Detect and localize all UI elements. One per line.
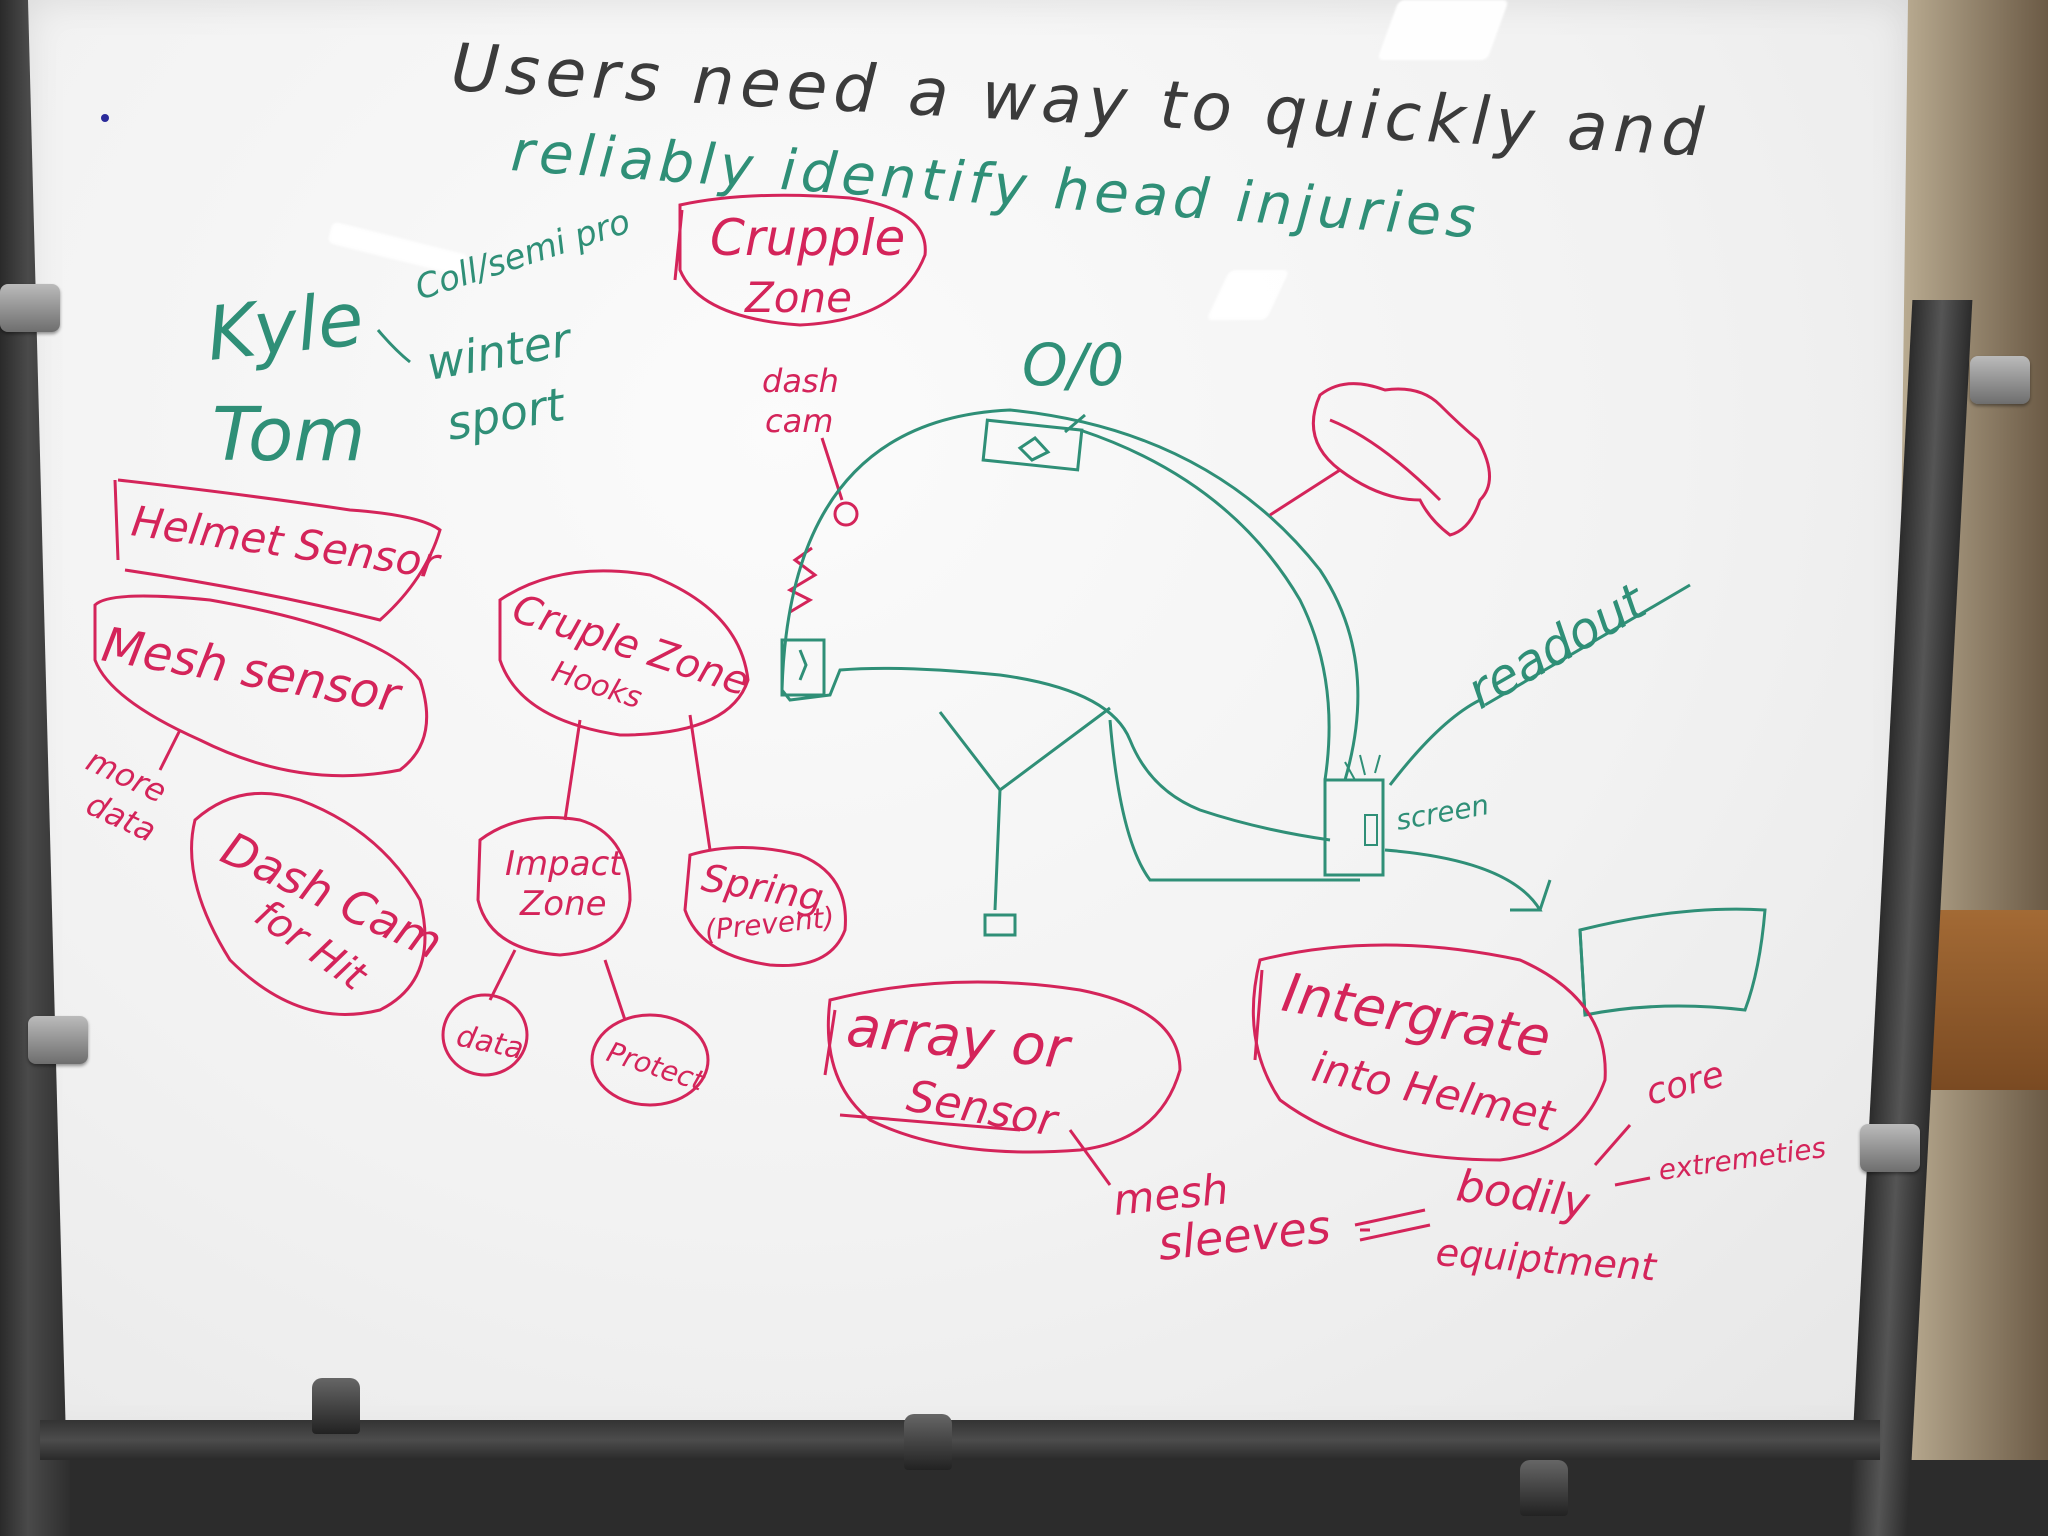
helmet-sensor-bubble [113, 478, 442, 622]
mesh-label: mesh [1111, 1164, 1231, 1225]
screen-label: screen [1393, 788, 1491, 837]
zigzag-mark [786, 546, 818, 614]
readout-pointer [1388, 698, 1481, 786]
board-magnet [904, 1414, 952, 1470]
array-sensor-label-1: array or [844, 994, 1075, 1082]
sensor-icon [1017, 436, 1051, 462]
connector-line [688, 714, 712, 851]
board-clip [1970, 356, 2030, 404]
screen-arrow [1384, 848, 1552, 912]
connector-line [376, 329, 411, 364]
dash-cam-hit-bubble [190, 791, 427, 1016]
strap-buckle [983, 913, 1017, 937]
crumple-zone-bubble [678, 193, 927, 327]
floor [0, 1460, 2048, 1536]
dash-cam-label-1: dash [762, 362, 839, 400]
extremeties-label: extremeties [1656, 1131, 1828, 1187]
equals-mark [1354, 1208, 1431, 1242]
connector-line [1614, 1176, 1651, 1187]
screen-button [1364, 814, 1378, 846]
cruple-zone-hooks-bubble [498, 569, 750, 737]
level-coll-semipro: Coll/semi pro [410, 202, 635, 309]
board-clip [0, 284, 60, 332]
equipment-label: equiptment [1434, 1230, 1659, 1289]
core-label: core [1642, 1054, 1729, 1114]
board-magnet [312, 1378, 360, 1434]
connector-line [158, 729, 182, 771]
spring-label-2: (Prevent) [703, 901, 836, 947]
board-magnet [1520, 1460, 1568, 1516]
level-sport: sport [443, 377, 571, 451]
readout-underline [1484, 583, 1691, 707]
impact-zone-bubble [476, 816, 632, 957]
name-kyle: Kyle [203, 276, 368, 378]
board-clip [1860, 1124, 1920, 1172]
whiteboard [28, 0, 1908, 1440]
phone-screen-drawing [1578, 907, 1767, 1017]
chin-strap [993, 789, 1002, 911]
data-label: data [453, 1019, 526, 1067]
helmet-outline-inner [1079, 428, 1331, 781]
connector-line [488, 949, 517, 1001]
bodily-label: bodily [1453, 1160, 1593, 1229]
protect-label: Protect [603, 1035, 709, 1098]
data-bubble [441, 993, 529, 1077]
name-tom: Tom [212, 392, 365, 478]
helmet-top-sensor [981, 418, 1084, 472]
impact-zone-label-1: Impact [505, 844, 624, 884]
bracket-mark [673, 209, 684, 281]
marker-dot [101, 114, 109, 122]
helmet-brim [780, 666, 1331, 842]
crumple-cap-drawing [1311, 382, 1491, 537]
helmet-sensor-label: Helmet Sensor [129, 496, 445, 588]
crumple-zone-label-2: Zone [744, 273, 852, 322]
bracket-mark [823, 1009, 837, 1076]
board-clip [28, 1016, 88, 1064]
sensor-icon [798, 649, 808, 681]
array-sensor-label-2: Sensor [903, 1071, 1063, 1148]
helmet-side-sensor [780, 638, 826, 697]
impact-zone-label-2: Zone [519, 884, 607, 924]
connector-line [1593, 1124, 1632, 1166]
protect-bubble [590, 1013, 710, 1107]
array-sensor-bubble [826, 980, 1182, 1154]
helmet-screen [1323, 778, 1385, 877]
connector-line [1068, 1129, 1112, 1186]
helmet-outline-outer [780, 408, 1360, 781]
spring-bubble [683, 846, 847, 968]
on-off-label: O/0 [1022, 331, 1124, 399]
integrate-bubble [1251, 943, 1607, 1162]
connector-line [563, 719, 582, 821]
signal-marks [1344, 754, 1381, 781]
crumple-cap-pointer [1269, 468, 1341, 517]
connector-line [603, 959, 627, 1021]
camera-lens [833, 501, 859, 527]
crumple-zone-label-1: Crupple [710, 209, 905, 267]
bracket-mark [1253, 969, 1264, 1061]
face-mask [938, 706, 1111, 793]
crumple-cap-fold [1329, 418, 1442, 502]
helmet-chin [1108, 719, 1360, 882]
readout-label: readout [1457, 571, 1657, 720]
dash-cam-label-2: cam [765, 402, 833, 440]
mesh-sensor-label: Mesh sensor [98, 617, 407, 725]
